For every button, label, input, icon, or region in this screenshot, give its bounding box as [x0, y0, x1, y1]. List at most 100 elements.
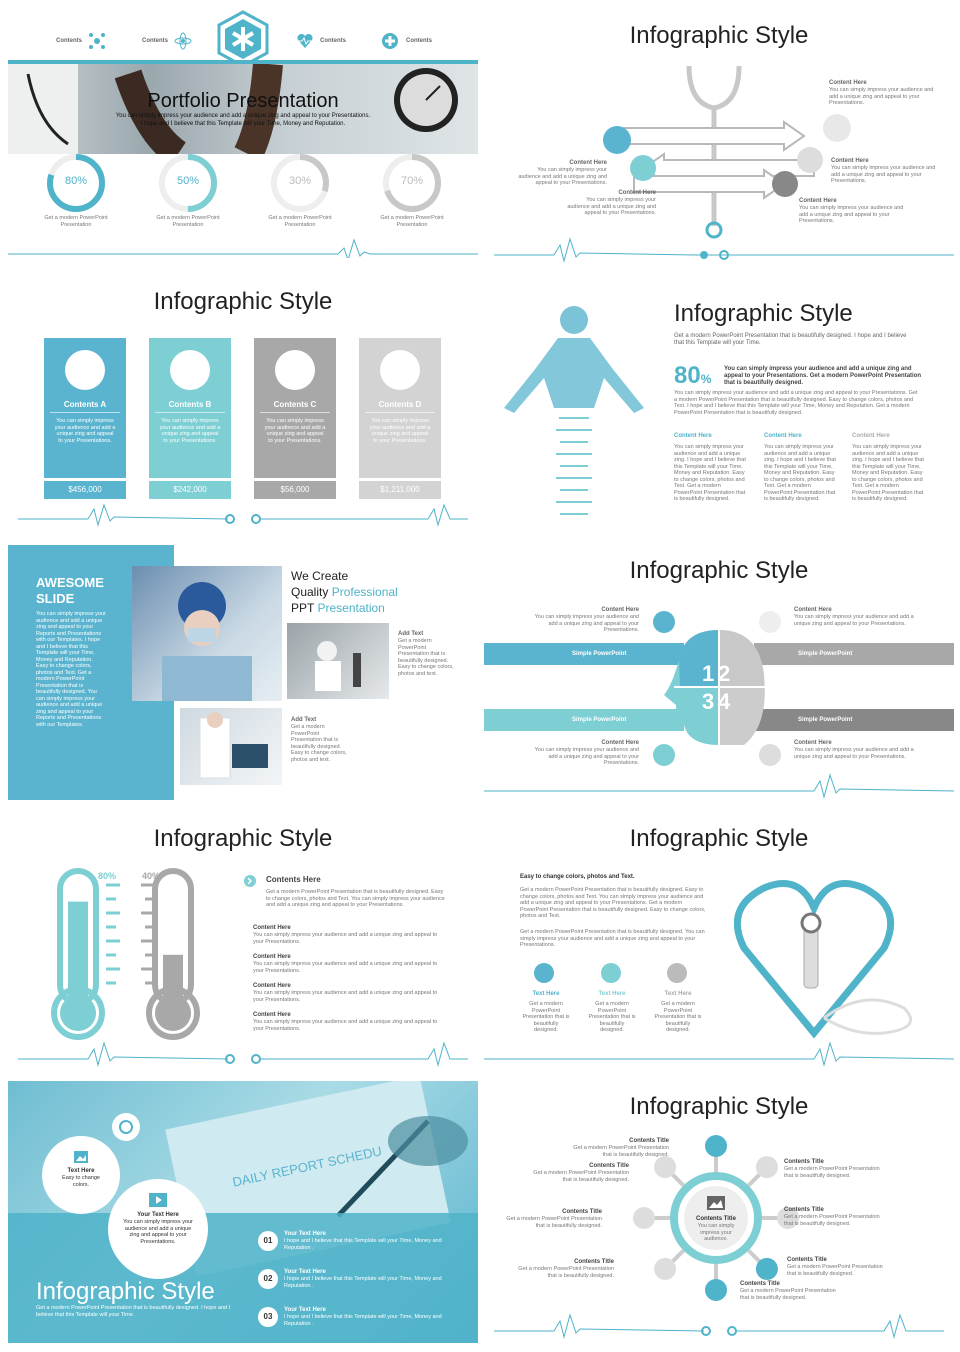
network-icon — [89, 33, 105, 49]
gear-icon — [654, 1156, 677, 1179]
card-value: $242,000 — [149, 481, 231, 499]
column-heading: Content Here — [764, 433, 802, 439]
bubble-heading: Text Here — [67, 1168, 95, 1174]
thermometer-1-label: 80% — [98, 871, 117, 881]
nav-item-2: Contents — [142, 38, 168, 44]
percent-sign: % — [700, 372, 712, 386]
item-text: Get a modern PowerPoint Presentation tha… — [787, 1264, 883, 1277]
paragraph-1: Get a modern PowerPoint Presentation tha… — [520, 887, 706, 919]
item-heading: Content Here — [253, 925, 291, 931]
add-text-heading: Add Text — [291, 717, 317, 723]
add-text-body: Get a modern PowerPoint Presentation tha… — [291, 724, 347, 763]
film-icon — [777, 1207, 799, 1229]
target-icon — [653, 744, 675, 766]
column-text: Get a modern PowerPoint Presentation tha… — [522, 1001, 570, 1033]
image-icon — [707, 1196, 725, 1210]
thermometer-chart — [51, 868, 200, 1040]
item-text: You can simply impress your audience and… — [253, 1019, 438, 1032]
heart-stethoscope-image — [734, 880, 913, 1039]
slide-title: Infographic Style — [629, 825, 809, 852]
organ-icons — [534, 963, 687, 983]
subtitle-line-2: I hope and I believe that this Template … — [140, 121, 346, 127]
center-heading: Contents Title — [696, 1216, 736, 1222]
slide-title: Infographic Style — [36, 1278, 215, 1305]
heading-text: Easy to change colors, photos and Text. — [520, 874, 635, 880]
column-heading: Text Here — [532, 991, 560, 997]
chat-icon — [633, 1207, 655, 1229]
card-divider — [260, 412, 330, 413]
heading-line-2: SLIDE — [36, 591, 75, 606]
item-text: You can simply impress your audience and… — [253, 961, 438, 974]
quadrant-number-4: 4 — [718, 689, 731, 714]
progress-ring — [383, 154, 441, 212]
slide-title: Infographic Style — [153, 825, 333, 852]
item-text: Get a modern PowerPoint Presentation tha… — [533, 1170, 629, 1183]
body-paragraph: You can simply impress your audience and… — [674, 390, 918, 416]
item-heading: Content Here — [601, 607, 639, 613]
lock-icon — [380, 350, 420, 390]
progress-caption: Get a modern PowerPoint Presentation — [44, 215, 108, 228]
thermometer-2-label: 40% — [142, 871, 161, 881]
list-text: I hope and I believe that this Template … — [284, 1276, 442, 1289]
item-heading: Contents Title — [784, 1207, 824, 1213]
item-heading: Content Here — [601, 740, 639, 746]
list-number: 01 — [258, 1231, 278, 1251]
liver-icon — [534, 963, 554, 983]
chat-icon — [65, 350, 105, 390]
speaker-icon — [755, 1257, 778, 1280]
card-value: $56,000 — [254, 481, 336, 499]
item-text: You can simply impress your audience and… — [799, 205, 904, 224]
progress-label: 80% — [64, 175, 88, 187]
thermometer-2-level — [163, 954, 183, 1008]
slide-portfolio: Contents Contents Contents Contents Port… — [8, 8, 478, 263]
item-text: You can simply impress your audience and… — [253, 990, 438, 1003]
plus-icon — [382, 33, 398, 49]
progress-circle: 80% — [46, 153, 106, 213]
progress-caption: Get a modern PowerPoint Presentation — [380, 215, 444, 228]
medical-logo-icon — [217, 10, 269, 68]
contents-here-heading: Contents Here — [266, 875, 321, 884]
progress-circle: 30% — [270, 153, 330, 213]
bold-paragraph: You can simply impress your audience and… — [724, 366, 922, 386]
progress-ring — [271, 154, 329, 212]
we-create-ppt: PPT — [291, 601, 318, 615]
quadrant-number-1: 1 — [702, 661, 717, 686]
item-text: Get a modern PowerPoint Presentation tha… — [573, 1145, 669, 1158]
bar-label-3: Simple PowerPoint — [798, 651, 853, 657]
we-create-line-1: We Create — [291, 569, 349, 583]
cart-icon — [170, 350, 210, 390]
list-heading: Your Text Here — [284, 1307, 326, 1313]
bar-label-1: Simple PowerPoint — [572, 651, 627, 657]
item-heading: Content Here — [253, 1012, 291, 1018]
video-icon — [149, 1193, 167, 1207]
item-text: Get a modern PowerPoint Presentation tha… — [784, 1214, 880, 1227]
heartbeat-icon — [297, 33, 313, 48]
column-heading: Content Here — [674, 433, 712, 439]
item-heading: Content Here — [799, 198, 837, 204]
progress-arc — [271, 154, 329, 212]
item-text: Get a modern PowerPoint Presentation tha… — [518, 1266, 614, 1279]
progress-circle: 50% — [158, 153, 218, 213]
item-heading: Content Here — [569, 160, 607, 166]
item-text: You can simply impress your audience and… — [829, 87, 934, 106]
item-heading: Contents Title — [574, 1259, 614, 1265]
slide-report-photo: DAILY REPORT SCHEDU Text Here Easy to ch… — [8, 1081, 478, 1343]
item-text: Get a modern PowerPoint Presentation tha… — [740, 1288, 836, 1301]
percent-value: 80 — [674, 362, 701, 389]
gear-icon — [112, 1113, 140, 1141]
card-heading: Contents A — [63, 400, 107, 409]
human-dna-figure — [504, 306, 644, 515]
